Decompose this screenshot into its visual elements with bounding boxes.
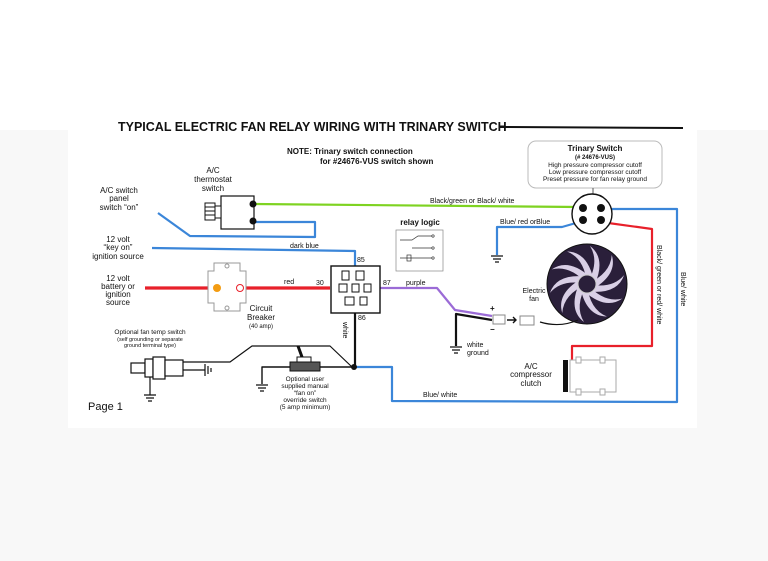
svg-text:12 volt: 12 volt (106, 235, 130, 244)
electric-fan (492, 243, 628, 326)
title-rule (499, 126, 684, 129)
fan-temp-switch (130, 356, 212, 395)
wire-label-green: Black/green or Black/ white (430, 198, 515, 205)
fan-blade (551, 264, 590, 284)
label-key-on: 12 volt “key on” ignition source (92, 235, 144, 261)
svg-text:Circuit: Circuit (250, 304, 273, 313)
trinary-line: Low pressure compressor cutoff (549, 169, 642, 176)
svg-text:12 volt: 12 volt (106, 274, 130, 283)
trinary-title: Trinary Switch (568, 144, 623, 153)
relay (330, 265, 381, 314)
svg-text:Optional user: Optional user (286, 376, 325, 383)
thermostat-switch (204, 195, 257, 230)
wire-label-white: white (341, 321, 348, 338)
svg-text:Breaker: Breaker (247, 313, 275, 322)
trinary-line: Preset pressure for fan relay ground (543, 176, 647, 183)
wire-dark-blue (151, 246, 357, 266)
fan-blade (549, 276, 587, 293)
page-top-background (0, 0, 768, 130)
label-fan-temp: Optional fan temp switch (self grounding… (114, 329, 186, 349)
label-breaker: Circuit Breaker (40 amp) (247, 304, 275, 330)
svg-text:ignition source: ignition source (92, 252, 144, 261)
ground-icon (144, 255, 503, 402)
svg-text:ground: ground (467, 350, 489, 357)
svg-text:ground terminal type): ground terminal type) (124, 343, 176, 349)
svg-text:(40 amp): (40 amp) (249, 324, 273, 330)
note-line-1: NOTE: Trinary switch connection (287, 147, 413, 156)
pin-86: 86 (358, 315, 366, 322)
wire-purple (380, 286, 493, 318)
pin-30: 30 (316, 280, 324, 287)
svg-text:A/C: A/C (206, 166, 220, 175)
fan-blade (574, 284, 587, 322)
minus-sign: − (490, 325, 495, 334)
compressor-clutch (563, 356, 617, 396)
wire-blue-red (495, 219, 584, 255)
override-switch[interactable] (289, 345, 321, 372)
svg-text:Electric: Electric (523, 288, 546, 295)
wire-label-blue-white: Blue/ white (423, 392, 457, 399)
fan-blade (584, 284, 623, 304)
svg-text:Optional fan temp switch: Optional fan temp switch (114, 329, 186, 336)
diagram-title: TYPICAL ELECTRIC FAN RELAY WIRING WITH T… (118, 120, 507, 134)
wire-black-green-red (570, 220, 654, 360)
wire-ac-switch-blue (157, 212, 317, 239)
svg-text:white: white (466, 342, 483, 349)
svg-text:(self grounding or separate: (self grounding or separate (117, 337, 183, 343)
svg-text:supplied manual: supplied manual (281, 383, 329, 390)
fan-blade (587, 275, 625, 292)
wire-label-blue-red: Blue/ red orBlue (500, 219, 550, 226)
label-electric-fan: Electric fan (523, 288, 546, 303)
svg-text:source: source (106, 298, 131, 307)
svg-text:ignition: ignition (105, 290, 130, 299)
svg-text:fan: fan (529, 296, 539, 303)
wire-label-purple: purple (406, 280, 426, 287)
label-white-ground: white ground (466, 342, 489, 357)
fan-blade (587, 246, 600, 284)
trinary-line: High pressure compressor cutoff (548, 162, 642, 169)
plus-sign: + (490, 304, 495, 313)
wire-ground-black (454, 312, 493, 346)
label-override: Optional user supplied manual “fan on” o… (280, 376, 331, 411)
svg-text:switch “on”: switch “on” (100, 203, 139, 212)
wire-green (252, 202, 579, 209)
svg-text:panel: panel (109, 194, 129, 203)
label-compressor: A/C compressor clutch (510, 362, 552, 388)
relay-logic-schematic (395, 229, 444, 272)
pin-85: 85 (357, 257, 365, 264)
svg-text:override switch: override switch (283, 397, 327, 404)
relay-logic-label: relay logic (400, 218, 440, 227)
note-line-2: for #24676-VUS switch shown (320, 157, 433, 166)
svg-text:A/C: A/C (524, 362, 538, 371)
pin-87: 87 (383, 280, 391, 287)
wire-label-black-green-red: Black/ green or red/ white (655, 245, 662, 324)
svg-text:switch: switch (202, 184, 224, 193)
svg-text:battery or: battery or (101, 282, 135, 291)
wire-fan-temp (183, 345, 353, 368)
wire-label-red: red (284, 279, 294, 286)
wire-label-dark-blue: dark blue (290, 243, 319, 250)
wire-blue-white (352, 207, 679, 404)
label-battery: 12 volt battery or ignition source (101, 274, 135, 307)
junction-dot (351, 364, 357, 370)
wire-override (261, 366, 352, 384)
svg-text:(5 amp minimum): (5 amp minimum) (280, 404, 331, 411)
label-ac-switch: A/C switch panel switch “on” (100, 186, 139, 212)
trinary-switch (571, 193, 613, 235)
svg-text:A/C switch: A/C switch (100, 186, 138, 195)
page-number: Page 1 (88, 401, 123, 413)
label-thermostat: A/C thermostat switch (194, 166, 233, 193)
svg-text:clutch: clutch (521, 379, 542, 388)
trinary-info-box (527, 140, 663, 189)
trinary-part: (# 24676-VUS) (575, 155, 615, 161)
svg-text:“fan on”: “fan on” (294, 390, 316, 397)
svg-text:compressor: compressor (510, 370, 552, 379)
svg-text:“key on”: “key on” (104, 243, 133, 252)
wire-label-blue-white-side: Blue/ white (679, 272, 686, 306)
svg-text:thermostat: thermostat (194, 175, 233, 184)
circuit-breaker (207, 262, 247, 312)
